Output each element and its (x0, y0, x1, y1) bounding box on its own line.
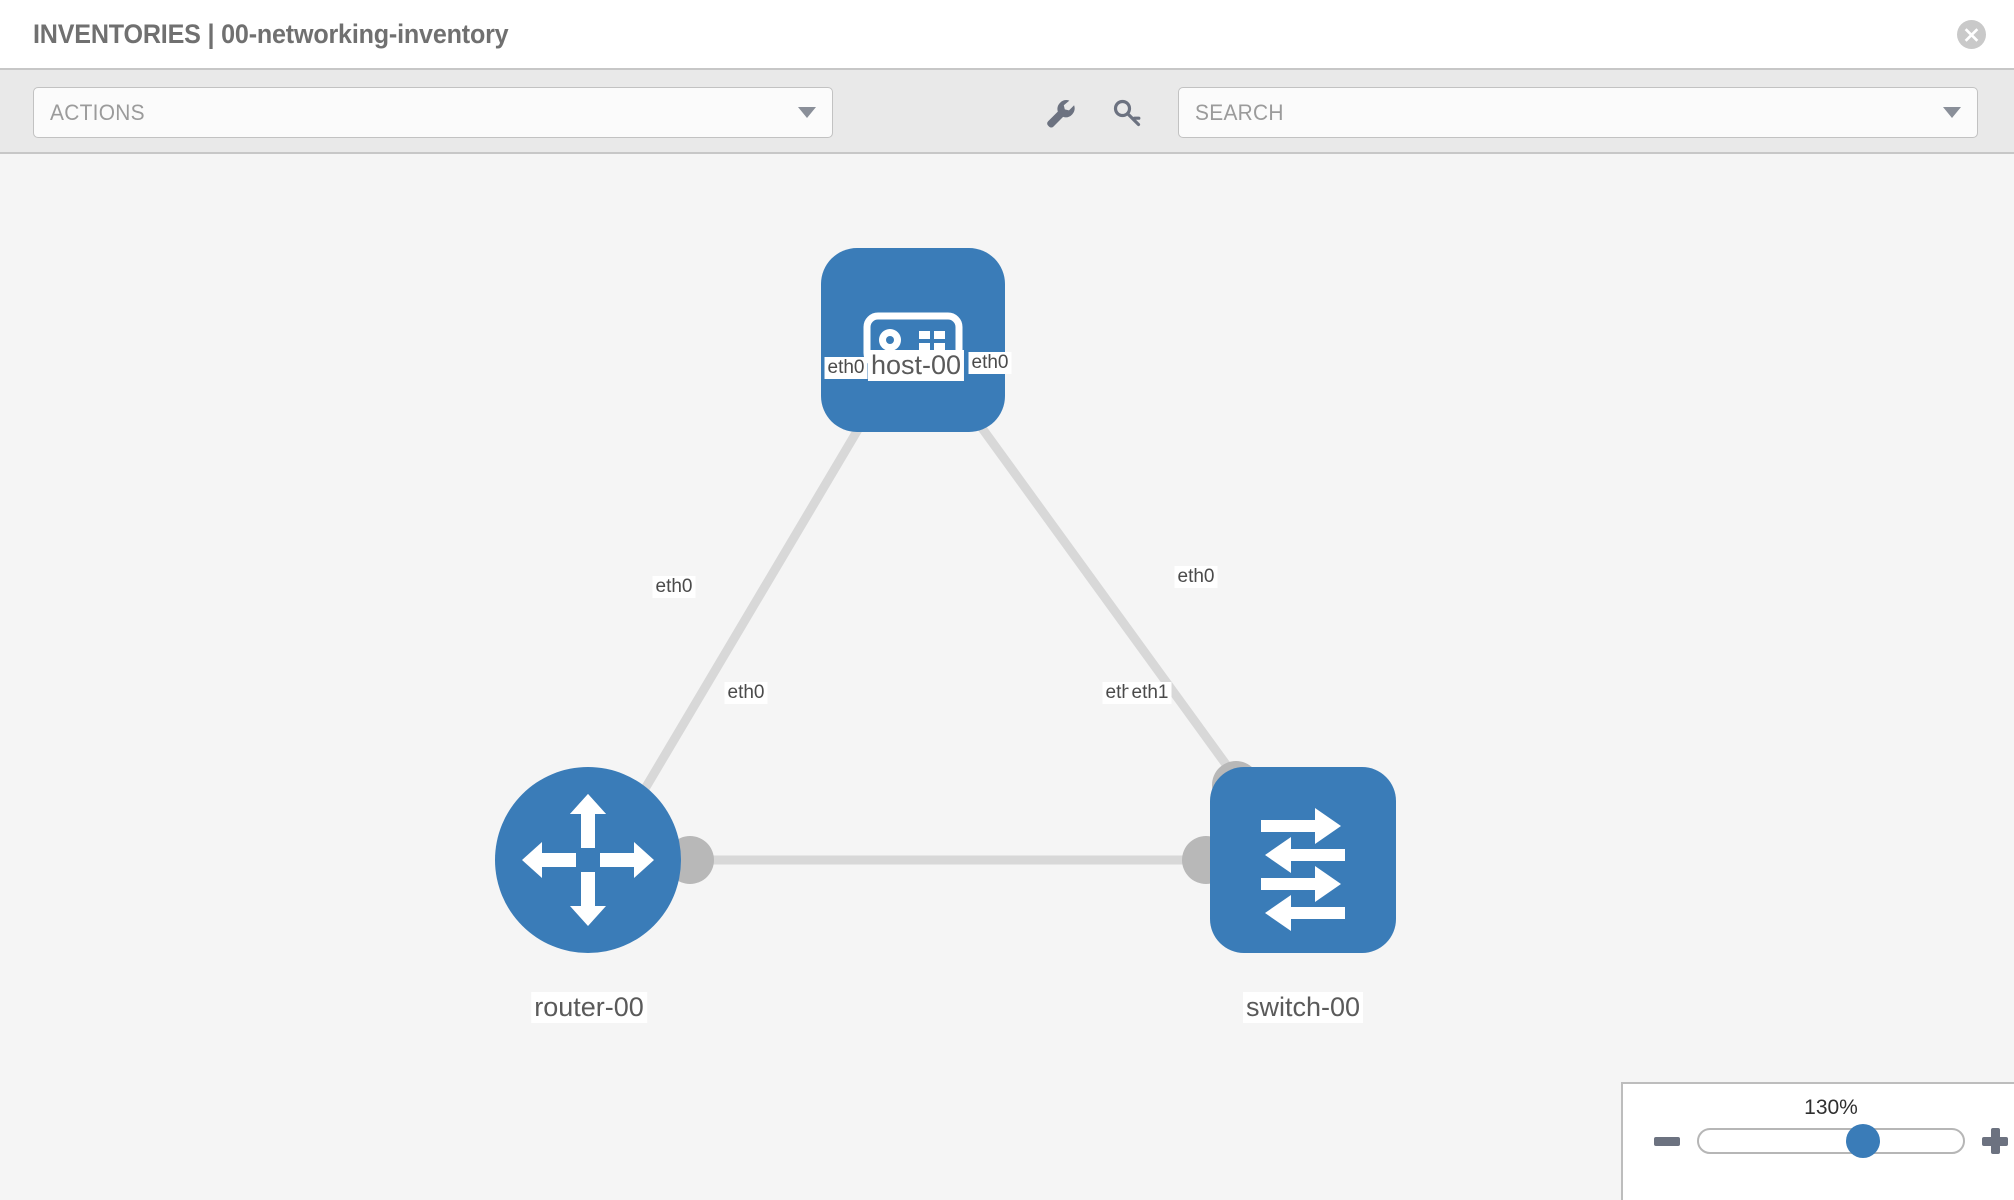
interface-label: eth0 (968, 352, 1012, 374)
actions-dropdown[interactable]: ACTIONS (33, 87, 833, 138)
node-label-switch: switch-00 (1242, 992, 1364, 1023)
page-title: INVENTORIES | 00-networking-inventory (33, 18, 509, 49)
page-header: INVENTORIES | 00-networking-inventory (0, 0, 2014, 68)
edge-host-router (625, 379, 890, 819)
toolbar: ACTIONS (0, 68, 2014, 154)
zoom-slider[interactable] (1697, 1124, 1965, 1158)
topology-canvas[interactable]: eth0 eth0 eth0 eth0 eth0 eth0 eth1 host-… (0, 154, 2014, 1200)
actions-dropdown-label: ACTIONS (50, 99, 145, 125)
node-label-host: host-00 (867, 350, 965, 381)
interface-label: eth0 (1174, 566, 1218, 588)
node-label-router: router-00 (531, 992, 647, 1023)
plus-icon[interactable] (1982, 1128, 2008, 1154)
wrench-icon[interactable] (1040, 94, 1078, 132)
node-switch-00[interactable] (1210, 767, 1396, 953)
topology-graph (495, 248, 1396, 953)
interface-label: eth1 (1128, 682, 1172, 704)
minus-icon[interactable] (1654, 1136, 1680, 1146)
node-router-00[interactable] (495, 767, 681, 953)
key-glyph (1113, 99, 1141, 127)
zoom-controls-row (1654, 1124, 2008, 1158)
zoom-percent-label: 130% (1804, 1096, 1858, 1119)
chevron-down-icon (798, 107, 816, 118)
zoom-slider-thumb[interactable] (1846, 1124, 1880, 1158)
toolbar-icon-group (1040, 70, 1146, 156)
node-host-00[interactable] (821, 248, 1005, 432)
key-icon[interactable] (1108, 94, 1146, 132)
zoom-control-panel: 130% (1621, 1082, 2014, 1200)
interface-label: eth0 (724, 682, 768, 704)
interface-label: eth0 (824, 357, 868, 379)
search-placeholder: SEARCH (1195, 99, 1284, 125)
chevron-down-icon[interactable] (1943, 107, 1961, 118)
edge-host-switch (945, 379, 1267, 819)
close-x-glyph (1964, 28, 1979, 42)
wrench-glyph (1047, 100, 1075, 128)
topology-edges (625, 379, 1267, 865)
interface-label: eth0 (652, 576, 696, 598)
close-icon[interactable] (1957, 20, 1986, 49)
search-input[interactable]: SEARCH (1178, 87, 1978, 138)
topology-connectors (666, 380, 1260, 884)
